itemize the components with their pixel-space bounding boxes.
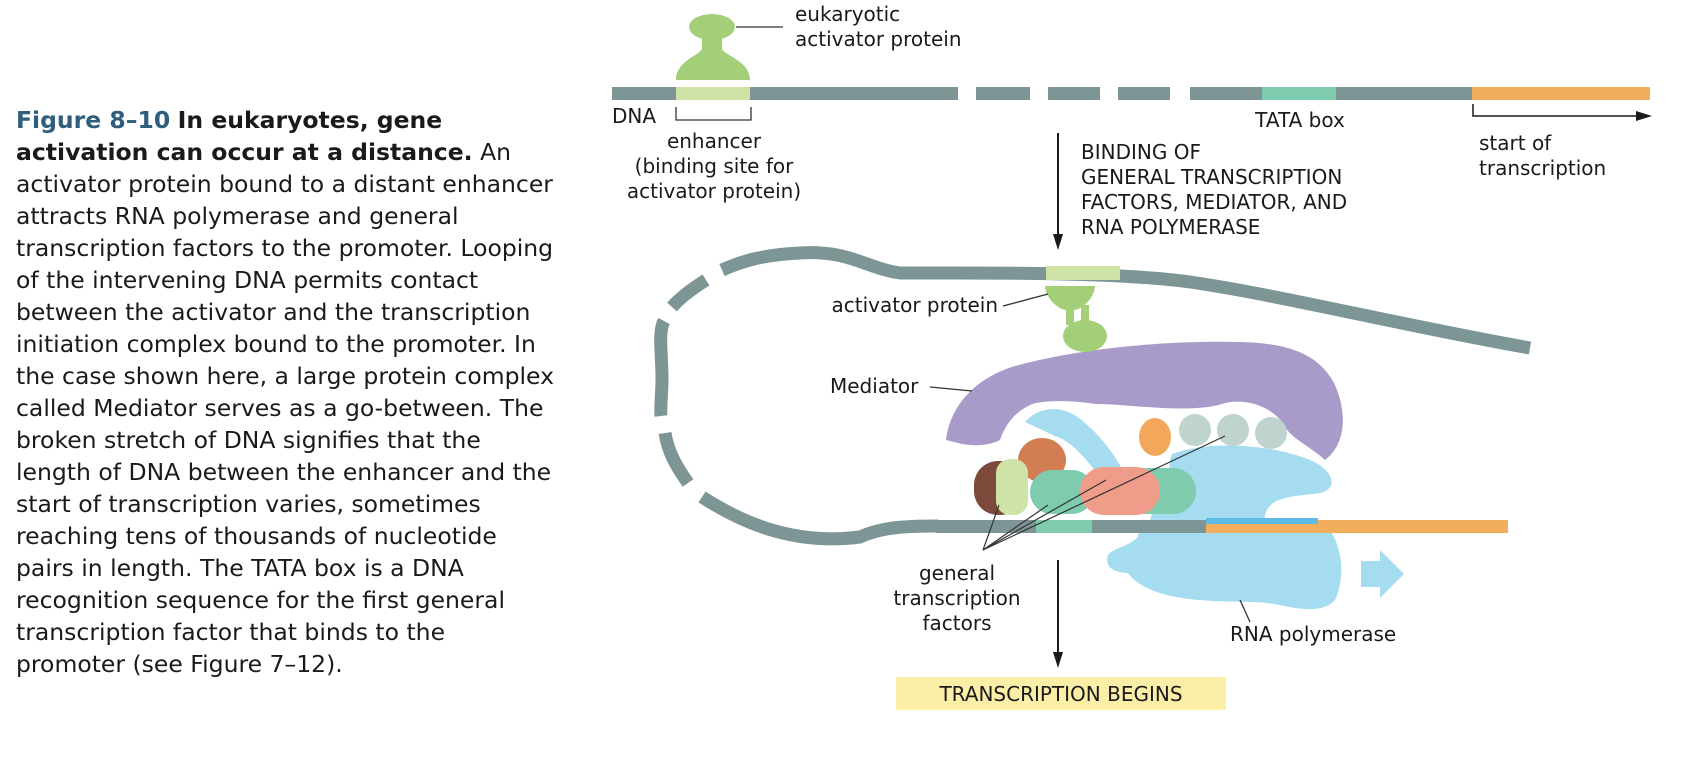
figure-title: In eukaryotes, gene activation can occur… <box>16 106 473 166</box>
start-label-line2: transcription <box>1479 156 1606 180</box>
start-label-line1: start of <box>1479 131 1552 155</box>
mediator-complex <box>946 341 1343 460</box>
enhancer-site-looped <box>1046 266 1120 280</box>
direction-arrow-icon <box>1361 550 1404 598</box>
linear-dna <box>612 87 1650 100</box>
gtf-label-line3: factors <box>922 611 991 635</box>
activator-protein-shape <box>676 14 750 80</box>
dna-label: DNA <box>612 104 656 128</box>
figure-caption: Figure 8–10 In eukaryotes, gene activati… <box>16 104 556 680</box>
activator-protein-bound <box>1045 286 1107 352</box>
step1-label-line1: BINDING OF <box>1081 140 1201 164</box>
rnap-leader-line <box>1239 599 1251 623</box>
gtf-leader-lines <box>982 435 1226 551</box>
activator-bound-leader <box>1002 293 1049 307</box>
enhancer-bracket <box>675 107 752 121</box>
looped-dna <box>654 246 1532 546</box>
enhancer-label-line2: (binding site for <box>635 154 794 178</box>
tata-box-label: TATA box <box>1254 108 1345 132</box>
gtf-label-line2: transcription <box>893 586 1020 610</box>
dna-segment-dash <box>1118 87 1170 100</box>
figure-number: Figure 8–10 <box>16 106 171 134</box>
tata-box <box>1262 87 1336 100</box>
enhancer-label-line1: enhancer <box>667 129 762 153</box>
start-of-transcription-arrow <box>1472 104 1652 121</box>
gtf-label-line1: general <box>919 561 995 585</box>
activator-label-line1: eukaryotic <box>795 2 900 26</box>
step-arrow-2 <box>1053 560 1063 668</box>
activator-bound-label: activator protein <box>832 293 999 317</box>
step1-label-line2: GENERAL TRANSCRIPTION <box>1081 165 1342 189</box>
mediator-leader-line <box>929 386 973 392</box>
dna-segment <box>612 87 958 100</box>
transcribed-region <box>1472 87 1650 100</box>
figure-caption-body: An activator protein bound to a distant … <box>16 138 555 678</box>
enhancer-label-line3: activator protein) <box>627 179 801 203</box>
result-box <box>896 677 1226 710</box>
mediator-label: Mediator <box>830 374 919 398</box>
general-transcription-factors <box>974 414 1287 515</box>
step-arrow-1 <box>1053 133 1063 250</box>
result-label: TRANSCRIPTION BEGINS <box>938 682 1182 706</box>
dna-segment-dash <box>1048 87 1100 100</box>
step1-label-line3: FACTORS, MEDIATOR, AND <box>1081 190 1347 214</box>
rnap-label: RNA polymerase <box>1230 622 1396 646</box>
promoter-dna <box>936 518 1508 533</box>
dna-segment-dash <box>976 87 1030 100</box>
step1-label-line4: RNA POLYMERASE <box>1081 215 1260 239</box>
activator-label-line2: activator protein <box>795 27 962 51</box>
enhancer-site <box>676 87 750 100</box>
